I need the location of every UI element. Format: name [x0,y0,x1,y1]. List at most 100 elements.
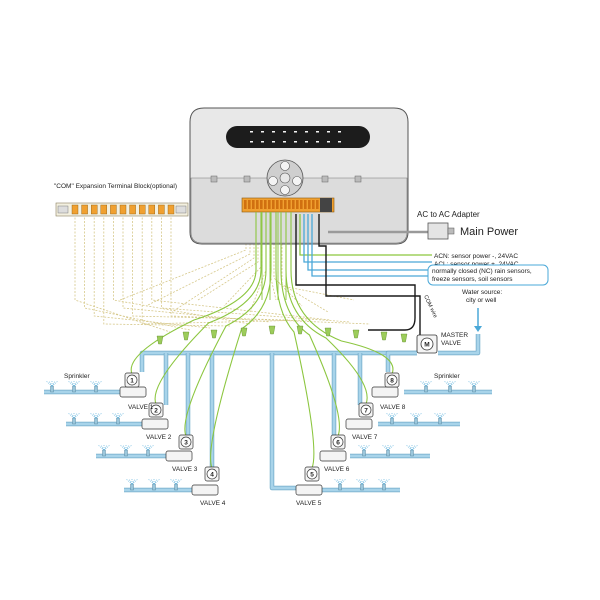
sprinkler-head [125,478,139,491]
sprinkler-riser [362,449,366,457]
sprinkler-spray [473,380,481,387]
wire-nut [324,327,332,337]
sprinkler-riser [386,449,390,457]
sprinkler-spray [339,478,344,485]
valve-7: 7 [345,402,374,430]
sprinkler-spray [92,380,97,387]
irrigation-controller [189,107,409,245]
display-segment [316,141,319,143]
sprinkler-spray [92,412,97,419]
terminal-screw [264,200,267,209]
display-segment [338,141,341,143]
valve-number: 3 [184,439,188,446]
sprinkler-spray [470,380,475,387]
terminal-screw [268,200,271,209]
sprinkler-riser [72,417,76,425]
sprinkler-riser [124,449,128,457]
display-segment [283,131,286,133]
valve-2: 2 [141,402,169,430]
sprinkler-spray [131,478,139,485]
valve-4: 4 [191,466,220,496]
sprinkler-spray [412,412,417,419]
sprinkler-riser [116,417,120,425]
sprinkler-spray [419,380,427,387]
valve-1: 1 [119,372,147,398]
valve-label: VALVE 1 [128,404,154,411]
sensor-terminal [320,198,332,212]
display-segment [327,141,330,143]
sprinkler-spray [48,380,53,387]
valve-control-wire [290,212,394,375]
control-dial[interactable] [266,159,304,197]
valve-control-wire [184,212,267,437]
sprinkler-spray [73,412,81,419]
sprinkler-head [67,412,81,425]
sprinkler-head [333,478,347,491]
valve-number: 7 [364,407,368,414]
terminal-screw [288,200,291,209]
sprinkler-spray [125,444,130,451]
sprinkler-spray [411,444,416,451]
sprinkler-head [169,478,183,491]
supply-pipe [438,334,480,355]
master-valve-symbol: M [424,342,429,349]
display-segment [272,131,275,133]
com-expansion-wire [74,214,171,333]
sprinkler-riser [152,483,156,491]
sprinkler-spray [122,444,127,451]
sprinkler-spray [439,412,447,419]
water-source-label: city or well [466,297,497,304]
sprinkler-spray [150,478,155,485]
valve-number-badge [332,436,344,448]
sprinkler-label-left: Sprinkler [64,373,90,380]
valve-number: 2 [154,407,158,414]
display-segment [327,131,330,133]
sprinkler-spray [415,412,420,419]
sprinkler-spray [383,478,388,485]
valve-label: VALVE 3 [172,466,198,473]
valve-number: 6 [336,439,340,446]
sprinkler-head [443,380,457,393]
valve-number-badge [360,404,372,416]
sprinkler-spray [409,412,417,419]
wire-nut [268,325,276,335]
sprinkler-spray [45,380,53,387]
sprinkler-spray [103,444,111,451]
valve-body [141,418,169,430]
sprinkler-spray [153,478,161,485]
valve-label: VALVE 6 [324,466,350,473]
master-valve-label: MASTER [441,332,468,339]
valve-body [295,484,323,496]
sprinkler-spray [128,478,133,485]
sprinkler-spray [360,444,365,451]
valve-control-wire [210,212,272,469]
sprinkler-spray [70,412,75,419]
valve-control-wire [275,212,315,469]
sprinkler-head [355,478,369,491]
sprinkler-spray [363,444,371,451]
wire-nut [156,335,164,345]
display-segment [261,141,264,143]
valve-control-wires [130,212,394,469]
expansion-terminal [100,204,108,215]
terminal-screw [304,200,307,209]
sprinkler-spray [357,444,365,451]
display-segments [250,131,341,143]
valve-number-badge [306,468,318,480]
display-segment [305,131,308,133]
sprinkler-spray [405,444,413,451]
valve-number-badge [150,404,162,416]
panel-latch [354,175,362,183]
display-segment [294,131,297,133]
sprinkler-head [147,478,161,491]
display-segment [338,131,341,133]
valve-8: 8 [371,372,400,398]
sprinkler-riser [360,483,364,491]
display-segment [294,141,297,143]
sprinkler-spray [446,380,451,387]
sprinkler-spray [361,478,366,485]
sprinkler-riser [130,483,134,491]
sprinkler-spray [391,412,396,419]
